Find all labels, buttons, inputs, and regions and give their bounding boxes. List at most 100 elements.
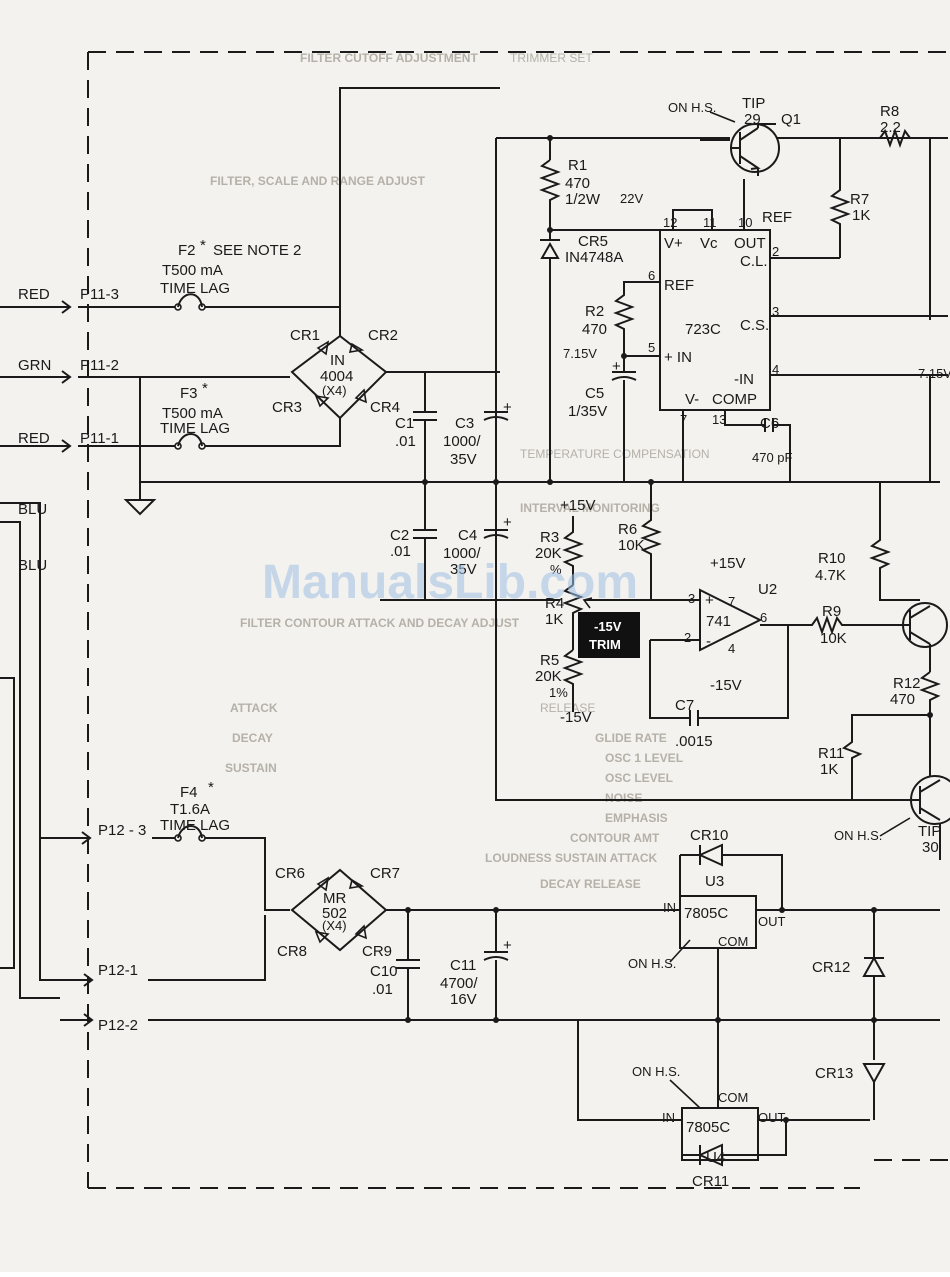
pass-transistor-q1: ON H.S. TIP 29 Q1 R8 2.2 R7 1K — [668, 95, 948, 482]
svg-text:COM: COM — [718, 1090, 748, 1105]
svg-text:+: + — [612, 358, 621, 375]
wire-label-red: RED — [18, 286, 50, 303]
ghost-text: DECAY — [232, 731, 273, 745]
ghost-text: LOUDNESS SUSTAIN ATTACK — [485, 851, 658, 865]
regulator-u1: R1 470 1/2W 22V CR5 IN4748A 12 11 10 V+ … — [495, 135, 950, 482]
svg-text:*: * — [200, 237, 206, 254]
ghost-text: RELEASE — [540, 701, 595, 715]
blu-leads — [0, 502, 78, 999]
ghost-text: INTERVAL MONITORING — [520, 501, 660, 515]
svg-text:C.L.: C.L. — [740, 253, 768, 270]
svg-text:741: 741 — [706, 613, 731, 630]
svg-text:TIME LAG: TIME LAG — [160, 817, 230, 834]
svg-text:R6: R6 — [618, 521, 637, 538]
svg-text:REF: REF — [664, 277, 694, 294]
svg-text:11: 11 — [703, 215, 717, 230]
fuse-f3: F3 * T500 mA TIME LAG — [160, 380, 230, 450]
svg-text:7805C: 7805C — [684, 905, 728, 922]
svg-text:+: + — [503, 514, 512, 531]
svg-text:C6: C6 — [760, 415, 779, 432]
svg-text:CR7: CR7 — [370, 865, 400, 882]
svg-text:.01: .01 — [395, 433, 416, 450]
svg-text:1/35V: 1/35V — [568, 403, 607, 420]
wire-label-blu: BLU — [18, 557, 47, 574]
ghost-text: EMPHASIS — [605, 811, 668, 825]
svg-text:CR10: CR10 — [690, 827, 728, 844]
svg-text:ON H.S.: ON H.S. — [632, 1064, 680, 1079]
svg-text:.0015: .0015 — [675, 733, 713, 750]
filter-section: C1 .01 + C3 1000/ 35V C2 .01 + C4 1000/ … — [140, 372, 940, 601]
svg-text:R8: R8 — [880, 103, 899, 120]
svg-text:1/2W: 1/2W — [565, 191, 601, 208]
svg-text:6: 6 — [760, 610, 767, 625]
svg-text:C11: C11 — [450, 957, 476, 974]
svg-text:CR9: CR9 — [362, 943, 392, 960]
svg-text:+: + — [503, 937, 512, 954]
svg-text:+: + — [503, 399, 512, 416]
ghost-text: FILTER CUTOFF ADJUSTMENT — [300, 51, 478, 65]
connector-label: P11-1 — [80, 430, 119, 447]
connector-box — [0, 677, 15, 969]
svg-text:V+: V+ — [664, 235, 683, 252]
svg-text:CR6: CR6 — [275, 865, 305, 882]
svg-text:470: 470 — [582, 321, 607, 338]
connector-label: P11-3 — [80, 286, 119, 303]
svg-text:CR1: CR1 — [290, 327, 320, 344]
svg-text:REF: REF — [762, 209, 792, 226]
svg-text:OUT: OUT — [758, 914, 786, 929]
svg-text:R4: R4 — [545, 595, 564, 612]
svg-text:1K: 1K — [545, 611, 563, 628]
svg-text:F4: F4 — [180, 784, 198, 801]
svg-text:U4: U4 — [706, 1149, 725, 1166]
svg-text:35V: 35V — [450, 561, 477, 578]
svg-text:12: 12 — [663, 215, 677, 230]
wire-label-blu: BLU — [18, 501, 47, 518]
svg-text:-15V: -15V — [560, 709, 592, 726]
svg-text:C2: C2 — [390, 527, 409, 544]
svg-text:+15V: +15V — [560, 497, 595, 514]
bridge-rectifier-1: CR1 CR2 CR3 CR4 IN 4004 (X4) — [272, 300, 500, 420]
svg-text:CR3: CR3 — [272, 399, 302, 416]
svg-text:30: 30 — [922, 839, 939, 856]
ghost-text-layer: FILTER CUTOFF ADJUSTMENT TRIMMER SET FIL… — [210, 51, 710, 891]
svg-text:CR12: CR12 — [812, 959, 850, 976]
svg-text:T500 mA: T500 mA — [162, 262, 223, 279]
board-outline — [87, 51, 948, 1189]
connector-label: P11-2 — [80, 357, 119, 374]
svg-text:3: 3 — [688, 591, 695, 606]
wire-label-red: RED — [18, 430, 50, 447]
svg-text:7805C: 7805C — [686, 1119, 730, 1136]
op-amp-u2: +15V R3 20K % R4 1K -15V TRIM R5 20K 1% … — [535, 482, 905, 750]
svg-text:4.7K: 4.7K — [815, 567, 846, 584]
svg-text:ON H.S.: ON H.S. — [668, 100, 716, 115]
svg-text:20K: 20K — [535, 668, 562, 685]
svg-text:SEE NOTE 2: SEE NOTE 2 — [213, 242, 301, 259]
input-wiring: RED P11-3 GRN P11-2 RED P11-1 BLU BLU P1… — [0, 87, 940, 1034]
svg-text:5: 5 — [648, 340, 655, 355]
svg-text:22V: 22V — [620, 191, 643, 206]
svg-text:C1: C1 — [395, 415, 414, 432]
ghost-text: OSC LEVEL — [605, 771, 673, 785]
svg-text:R11: R11 — [818, 745, 844, 762]
svg-text:13: 13 — [712, 412, 726, 427]
svg-text:C7: C7 — [675, 697, 694, 714]
svg-text:7.15V: 7.15V — [918, 366, 950, 381]
svg-text:723C: 723C — [685, 321, 721, 338]
svg-text:470: 470 — [890, 691, 915, 708]
fuse-f4: F4 * T1.6A TIME LAG — [160, 779, 230, 842]
ghost-text: TEMPERATURE COMPENSATION — [520, 447, 710, 461]
svg-text:2: 2 — [772, 244, 779, 259]
connector-label: P12-1 — [98, 962, 138, 979]
ghost-text: OSC 1 LEVEL — [605, 751, 683, 765]
ghost-text: CONTOUR AMT — [570, 831, 660, 845]
svg-text:1K: 1K — [852, 207, 870, 224]
wire-label-grn: GRN — [18, 357, 51, 374]
svg-text:502: 502 — [322, 905, 347, 922]
svg-text:R7: R7 — [850, 191, 869, 208]
connector-label: P12 - 3 — [98, 822, 146, 839]
svg-text:C4: C4 — [458, 527, 477, 544]
svg-text:4: 4 — [772, 362, 779, 377]
svg-text:35V: 35V — [450, 451, 477, 468]
